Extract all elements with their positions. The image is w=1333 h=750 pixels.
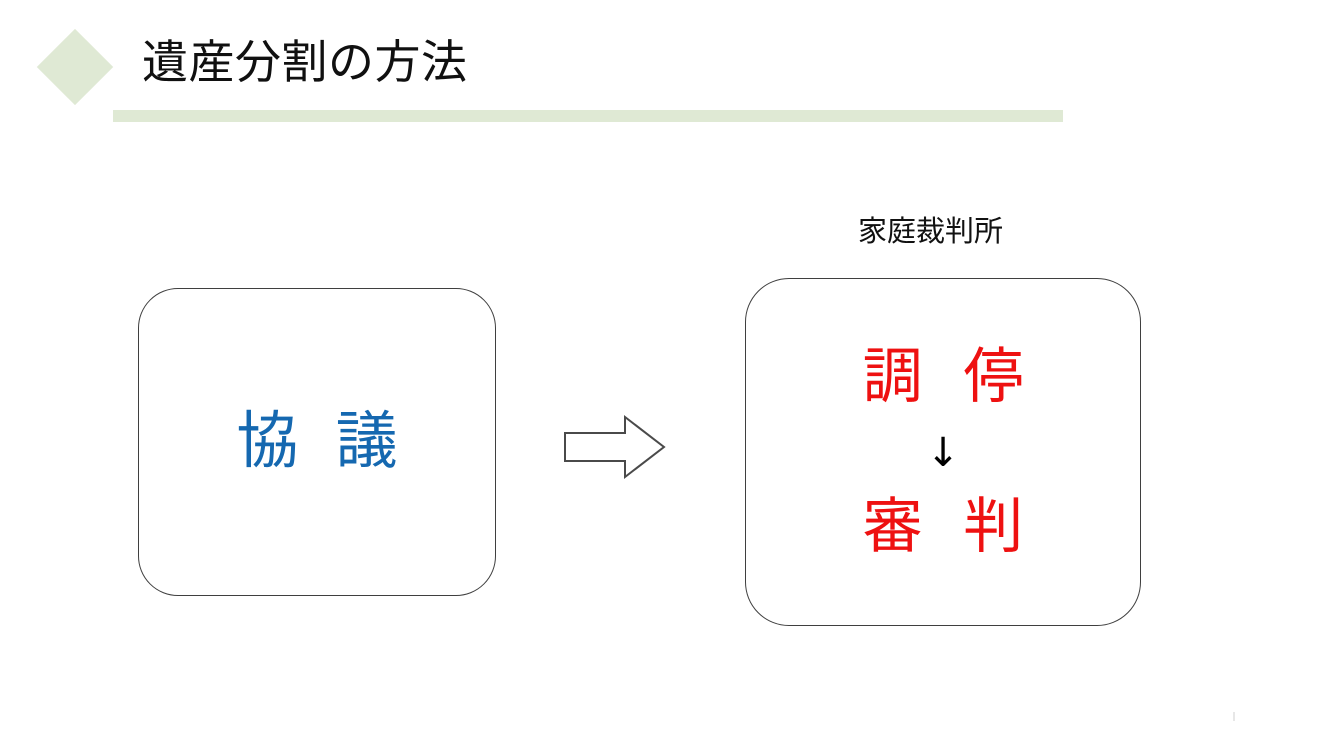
family-court-box-content: 調 停 ↓ 審 判 (746, 279, 1140, 625)
corner-artifact-mark (1233, 712, 1235, 721)
adjudication-label: 審 判 (862, 493, 1036, 560)
family-court-box: 調 停 ↓ 審 判 (745, 278, 1141, 626)
family-court-label: 家庭裁判所 (858, 216, 1004, 248)
mediation-label: 調 停 (862, 343, 1036, 410)
discussion-label: 協 議 (236, 407, 408, 476)
right-block-arrow-icon (562, 412, 668, 482)
discussion-box: 協 議 (138, 288, 496, 596)
down-arrow-icon: ↓ (926, 430, 960, 476)
discussion-box-content: 協 議 (139, 289, 495, 595)
title-underline-rule (113, 110, 1063, 122)
diamond-bullet-icon (36, 28, 114, 106)
page-title: 遺産分割の方法 (142, 36, 468, 88)
